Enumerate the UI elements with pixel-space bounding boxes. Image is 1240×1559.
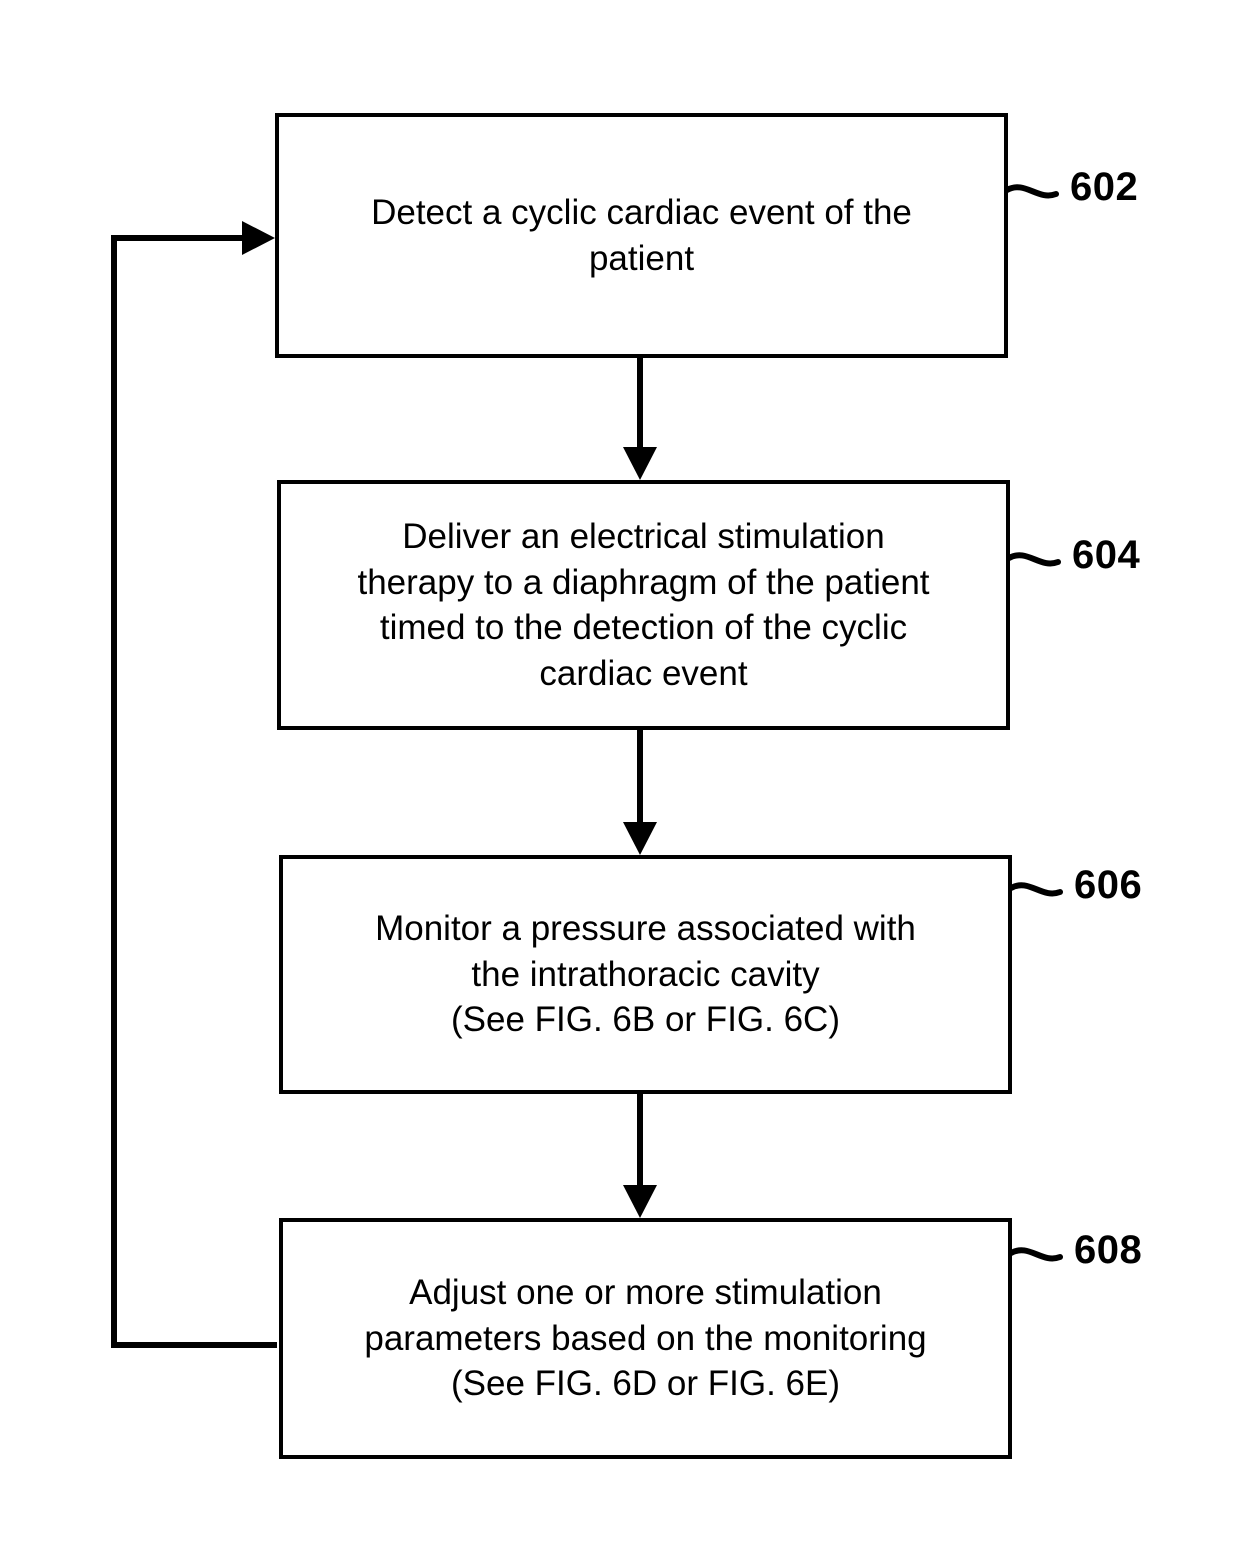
leader-line-606 [1008,882,1063,897]
step-box-604[interactable]: Deliver an electrical stimulation therap… [277,480,1010,730]
reference-numeral-602: 602 [1070,165,1139,209]
step-box-608[interactable]: Adjust one or more stimulation parameter… [279,1218,1012,1459]
step-label-606: Monitor a pressure associated with the i… [375,909,916,1040]
leader-line-602 [1004,184,1059,199]
step-box-606[interactable]: Monitor a pressure associated with the i… [279,855,1012,1094]
reference-numeral-606: 606 [1074,863,1143,907]
leader-line-608 [1008,1247,1063,1262]
feedback-arrow-608-to-602 [111,221,277,1348]
step-box-602[interactable]: Detect a cyclic cardiac event of the pat… [275,113,1008,358]
arrow-602-to-604 [623,358,657,480]
step-label-602: Detect a cyclic cardiac event of the pat… [371,193,912,278]
step-label-604: Deliver an electrical stimulation therap… [357,517,930,693]
arrow-606-to-608 [623,1094,657,1218]
arrow-604-to-606 [623,730,657,855]
leader-line-604 [1006,552,1061,567]
reference-numeral-608: 608 [1074,1228,1143,1272]
reference-numeral-604: 604 [1072,533,1141,577]
step-label-608: Adjust one or more stimulation parameter… [364,1273,927,1404]
